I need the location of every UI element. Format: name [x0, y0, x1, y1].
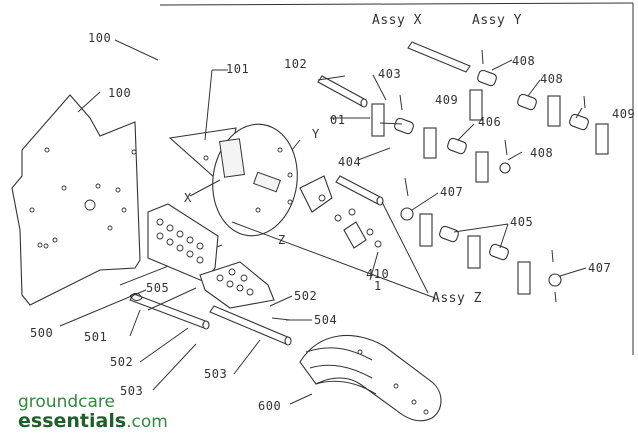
- label-500: 500: [30, 326, 53, 340]
- label-406: 406: [478, 115, 501, 129]
- spacer-plates: [371, 89, 609, 295]
- label-axis-x: X: [184, 191, 192, 205]
- label-100-plate: 100: [108, 86, 131, 100]
- perforated-tray-part: [147, 203, 275, 309]
- label-100-main: 100: [88, 31, 111, 45]
- label-assy-x: Assy X: [372, 13, 422, 28]
- label-404: 404: [338, 155, 361, 169]
- screws: [399, 49, 586, 303]
- tray-holes: [156, 218, 254, 296]
- brand-logo: groundcare essentials.com: [18, 394, 168, 431]
- label-502-b: 502: [294, 289, 317, 303]
- label-409-a: 409: [435, 93, 458, 107]
- bushings: [394, 69, 589, 287]
- label-403: 403: [378, 67, 401, 81]
- label-408-c: 408: [530, 146, 553, 160]
- label-408-a: 408: [512, 54, 535, 68]
- disc-assembly-part: [168, 69, 298, 237]
- label-1: 1: [374, 279, 382, 293]
- label-600: 600: [258, 399, 281, 413]
- label-0407: 407: [588, 261, 611, 275]
- label-501: 501: [84, 330, 107, 344]
- label-505: 505: [146, 281, 169, 295]
- label-axis-z: Z: [278, 233, 286, 247]
- label-405: 405: [510, 215, 533, 229]
- lower-rods: [129, 292, 292, 346]
- brand-line2: essentials: [18, 410, 127, 432]
- brand-line1: groundcare: [18, 392, 115, 412]
- label-01: 01: [330, 113, 345, 127]
- label-408-b: 408: [540, 72, 563, 86]
- label-assy-z: Assy Z: [432, 291, 482, 306]
- label-101: 101: [226, 62, 249, 76]
- label-409-b: 409: [612, 107, 635, 121]
- label-502-a: 502: [110, 355, 133, 369]
- leader-lines: [59, 39, 587, 405]
- label-503-rod: 503: [204, 367, 227, 381]
- label-102: 102: [284, 57, 307, 71]
- side-plate-part: [11, 94, 141, 306]
- label-410: 410: [366, 267, 389, 281]
- shaft-parts: [317, 41, 471, 206]
- linkage-brackets: [299, 175, 382, 249]
- frame-lines: [159, 2, 634, 355]
- label-503: 503: [120, 384, 143, 398]
- brand-line3: .com: [126, 412, 168, 432]
- label-504: 504: [314, 313, 337, 327]
- label-assy-y: Assy Y: [472, 13, 522, 28]
- label-axis-y: Y: [312, 127, 320, 141]
- label-407: 407: [440, 185, 463, 199]
- part-labels: 100 100 101 102 403 408 408 408 409 409 …: [30, 13, 635, 413]
- curved-guard-part: [299, 335, 442, 422]
